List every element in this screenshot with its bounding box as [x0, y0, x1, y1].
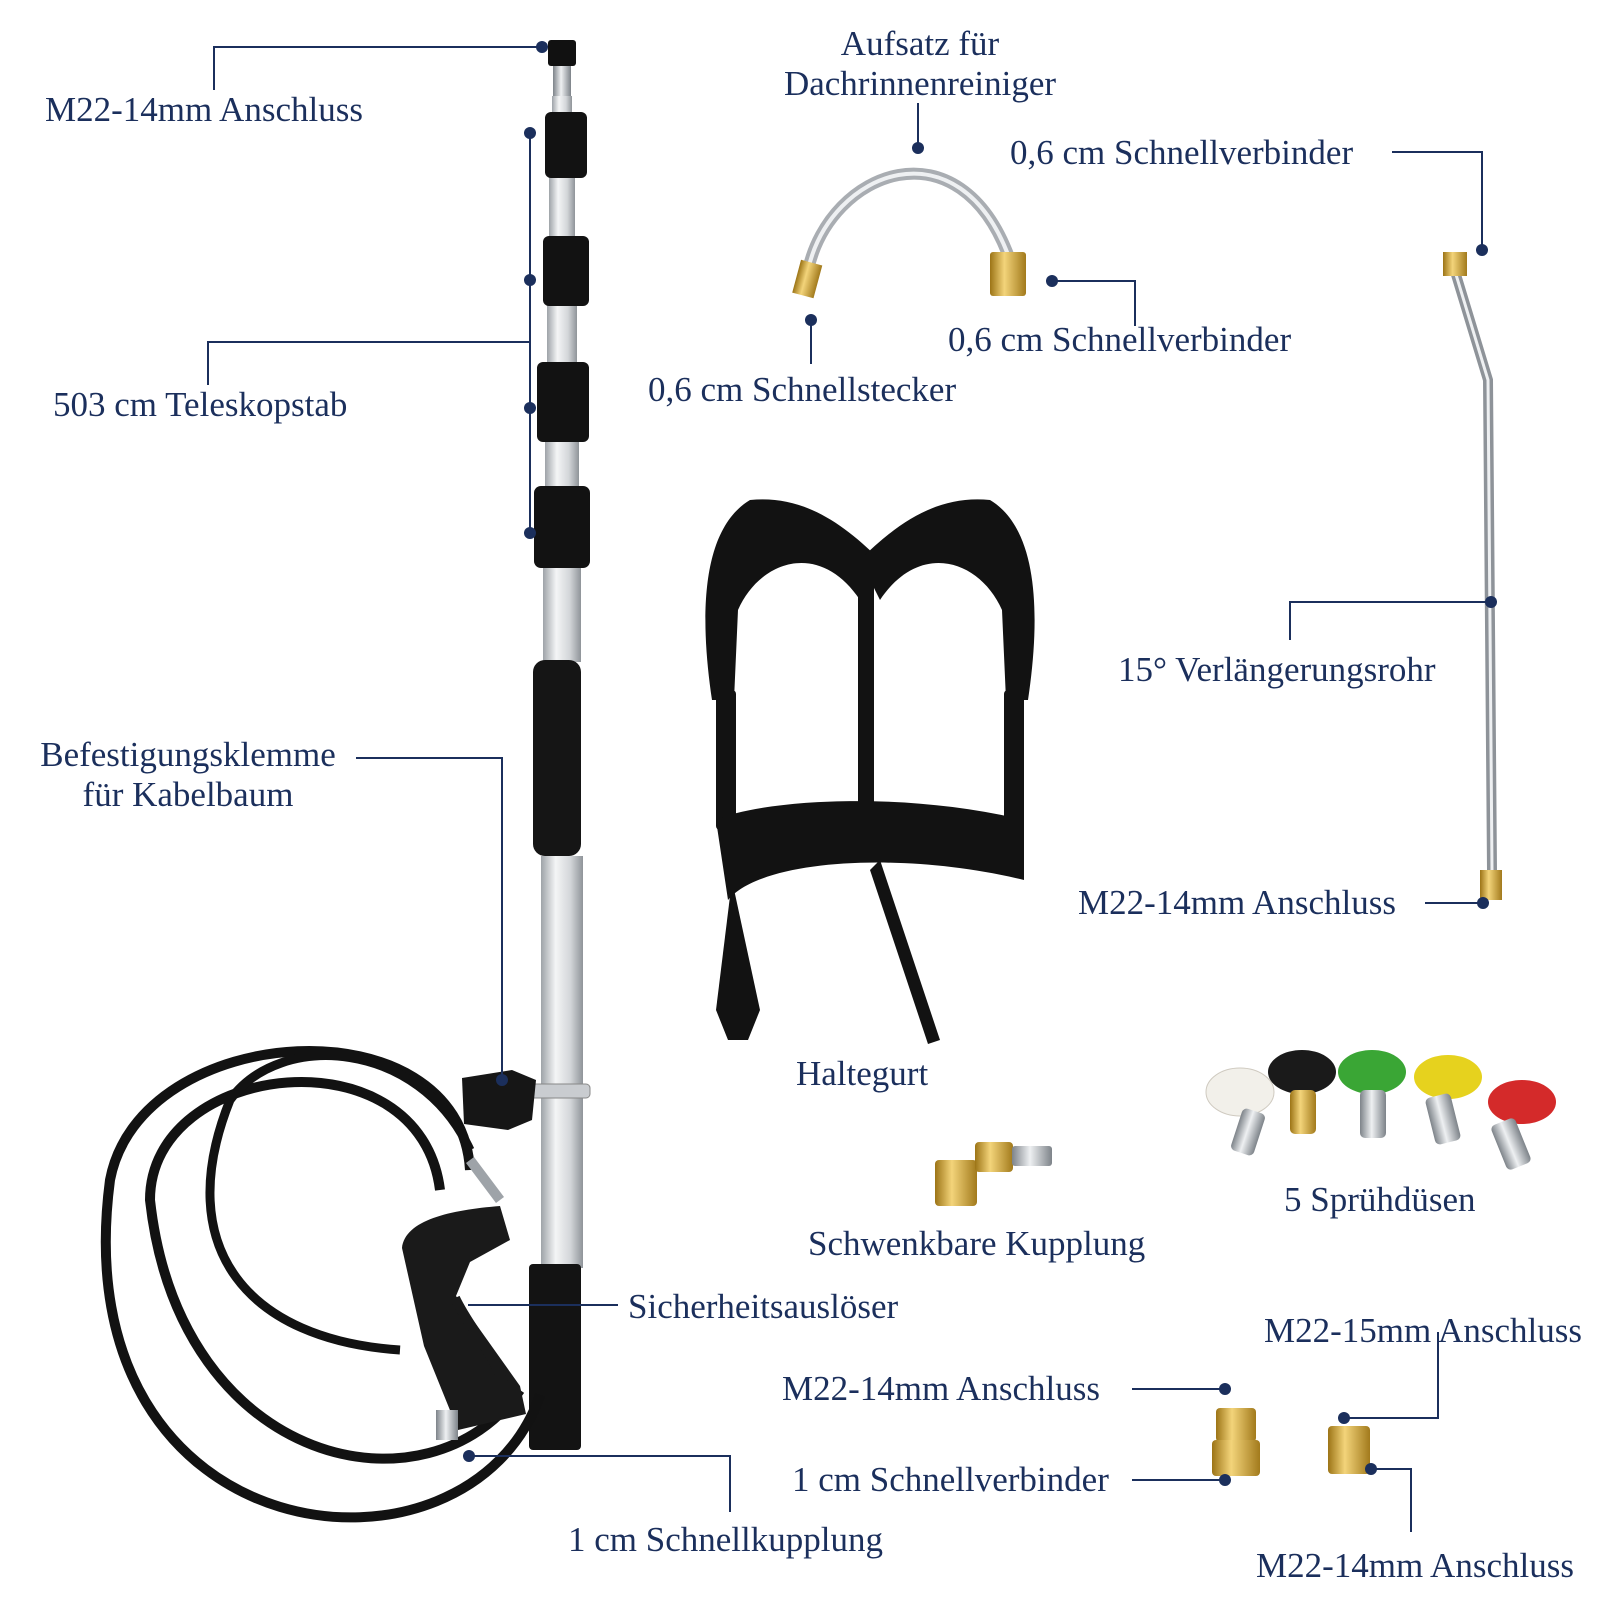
label-telescopic-pole: 503 cm Teleskopstab [53, 385, 348, 424]
label-rod-connector: M22-14mm Anschluss [1078, 883, 1396, 922]
gutter-attachment-image [792, 167, 1026, 299]
label-quick-plug: 0,6 cm Schnellstecker [648, 370, 957, 409]
leader-dots [463, 41, 1497, 1486]
brass-adapters-image [1212, 1408, 1370, 1476]
label-adapter-m22-14-left: M22-14mm Anschluss [782, 1369, 1100, 1408]
harness-image [705, 499, 1035, 1044]
telescopic-pole-image [462, 40, 591, 1450]
label-harness-clamp-line1: Befestigungsklemme [40, 735, 336, 774]
spray-nozzles-image [1205, 1050, 1556, 1170]
label-spray-nozzles: 5 Sprühdüsen [1284, 1180, 1476, 1219]
label-swivel-coupling: Schwenkbare Kupplung [808, 1224, 1146, 1263]
label-pole-top-connector: M22-14mm Anschluss [45, 90, 363, 129]
label-quick-connector-mid: 0,6 cm Schnellverbinder [948, 320, 1292, 359]
extension-rod-image [1443, 252, 1502, 900]
label-adapter-m22-14-right: M22-14mm Anschluss [1256, 1546, 1574, 1585]
label-adapter-m22-15: M22-15mm Anschluss [1264, 1311, 1582, 1350]
swivel-coupling-image [935, 1142, 1052, 1206]
label-quick-connector-top: 0,6 cm Schnellverbinder [1010, 133, 1354, 172]
label-gutter-attachment-line2: Dachrinnenreiniger [783, 64, 1057, 103]
label-safety-trigger: Sicherheitsauslöser [628, 1287, 899, 1326]
label-harness: Haltegurt [796, 1054, 929, 1093]
spray-gun-hose-image [100, 1046, 545, 1523]
label-extension-rod: 15° Verlängerungsrohr [1118, 650, 1436, 689]
label-harness-clamp: Befestigungsklemme für Kabelbaum [28, 735, 348, 815]
label-gutter-attachment-line1: Aufsatz für [840, 24, 1000, 63]
label-gutter-attachment: Aufsatz für Dachrinnenreiniger [760, 24, 1080, 104]
leader-lines [207, 46, 1491, 1532]
label-quick-coupling-1cm: 1 cm Schnellkupplung [568, 1520, 883, 1559]
label-adapter-quick-1cm: 1 cm Schnellverbinder [792, 1460, 1109, 1499]
label-harness-clamp-line2: für Kabelbaum [82, 775, 294, 814]
